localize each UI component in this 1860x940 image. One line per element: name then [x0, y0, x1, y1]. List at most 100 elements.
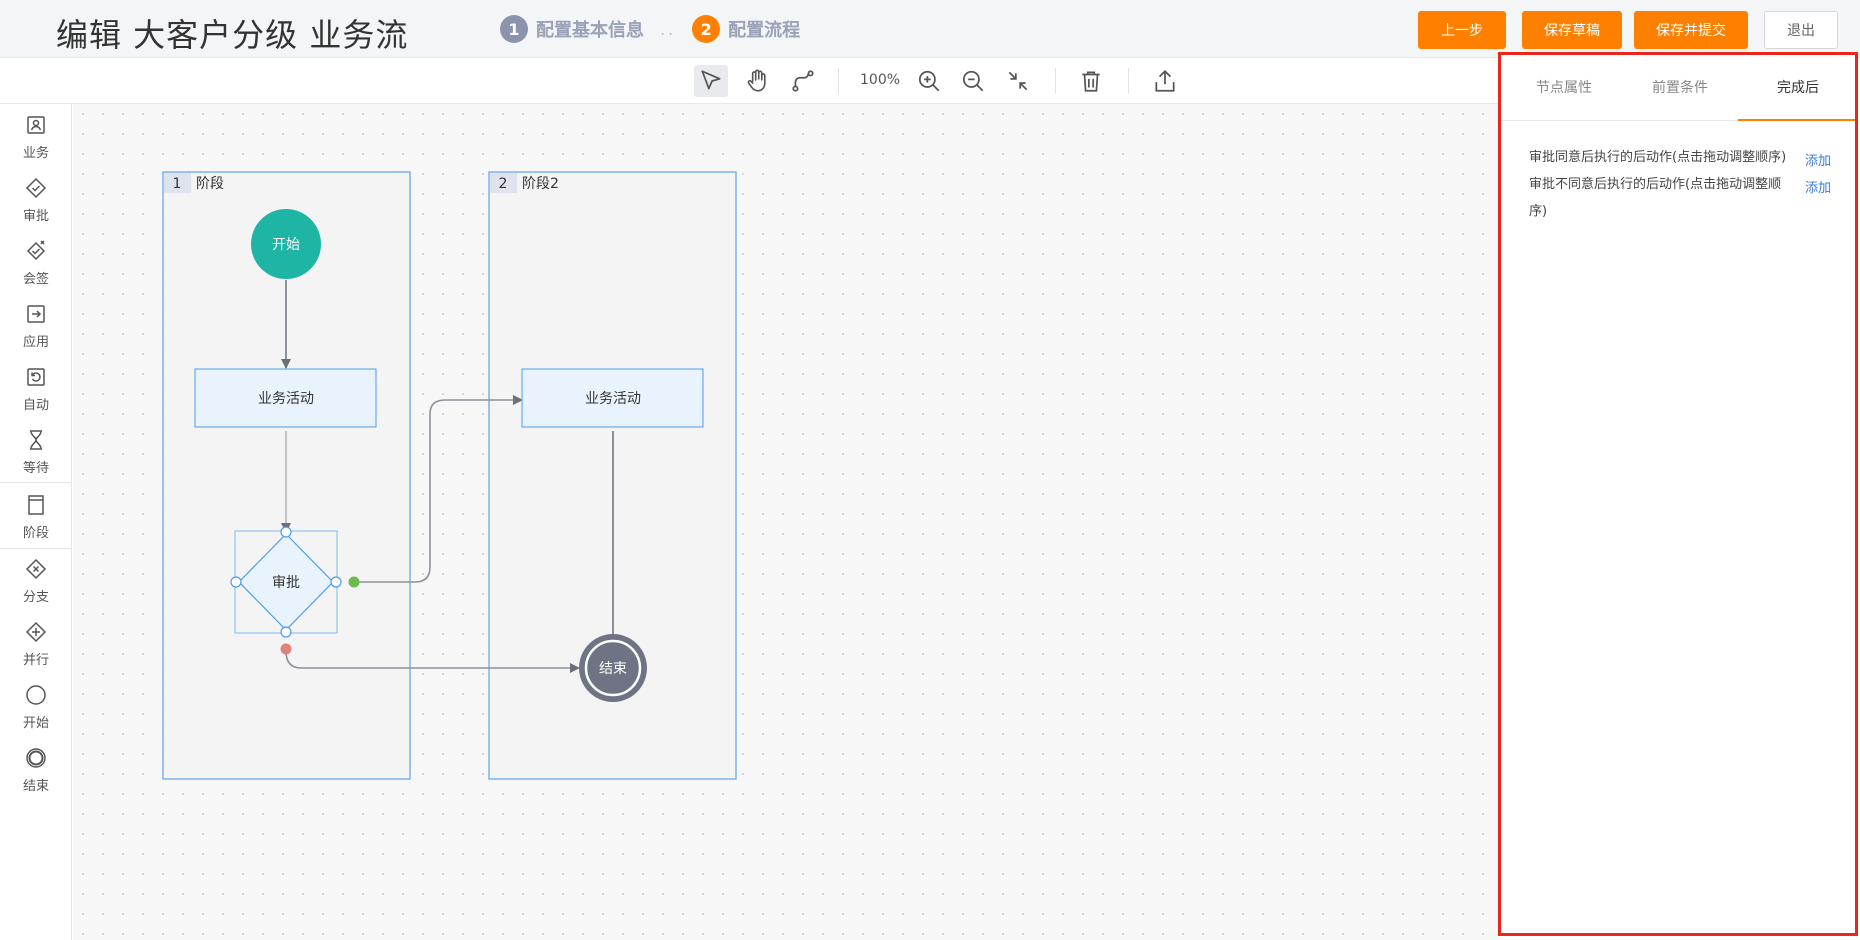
tab-node-properties[interactable]: 节点属性 — [1536, 80, 1592, 96]
export-button[interactable] — [1148, 65, 1182, 97]
fit-view-button[interactable] — [1001, 65, 1035, 97]
palette-item-business[interactable]: 业务 — [0, 107, 72, 167]
tab-preconditions[interactable]: 前置条件 — [1652, 80, 1708, 96]
palette-label: 并行 — [22, 653, 49, 668]
zoom-level: 100% — [860, 72, 901, 88]
stage-label: 阶段 — [196, 176, 224, 192]
save-draft-button[interactable]: 保存草稿 — [1522, 11, 1622, 49]
port-handle-bottom[interactable] — [280, 626, 292, 638]
activity-node-2[interactable]: 业务活动 — [521, 368, 704, 428]
header-bar: 编辑 大客户分级 业务流 1 配置基本信息 .. 2 配置流程 上一步 保存草稿… — [0, 0, 1860, 58]
palette-label: 结束 — [22, 779, 49, 794]
node-palette: 业务 审批 会签 应用 自动 等待 阶段 分支 并行 开始 结束 — [0, 104, 72, 940]
step-1-label: 配置基本信息 — [536, 20, 644, 41]
activity-node-label: 业务活动 — [258, 391, 314, 407]
palette-label: 应用 — [22, 335, 49, 350]
palette-label: 业务 — [22, 146, 49, 161]
activity-node-label: 业务活动 — [585, 391, 641, 407]
stage-icon — [28, 495, 44, 515]
start-node-label: 开始 — [272, 237, 300, 253]
palette-item-start[interactable]: 开始 — [0, 677, 72, 737]
parallel-icon — [25, 621, 47, 643]
cursor-arrow-icon — [701, 70, 721, 90]
branch-icon — [25, 558, 47, 580]
approve-action-label: 审批同意后执行的后动作(点击拖动调整顺序) — [1529, 150, 1787, 165]
countersign-icon — [26, 240, 46, 261]
stage-label: 阶段2 — [522, 176, 559, 192]
zoom-in-icon — [918, 70, 940, 92]
step-indicator: 1 配置基本信息 .. 2 配置流程 — [500, 15, 800, 43]
end-circle-icon — [26, 748, 46, 768]
add-approve-action-link[interactable]: 添加 — [1805, 154, 1832, 169]
exit-button[interactable]: 退出 — [1764, 11, 1838, 49]
step-2[interactable]: 2 配置流程 — [692, 15, 800, 43]
end-node[interactable]: 结束 — [579, 634, 647, 702]
panel-tabs: 节点属性 前置条件 完成后 — [1501, 55, 1855, 121]
step-2-label: 配置流程 — [728, 20, 801, 41]
palette-label: 开始 — [22, 716, 49, 731]
connector-icon — [792, 70, 814, 92]
toolbar-divider — [1128, 68, 1129, 94]
properties-panel: 节点属性 前置条件 完成后 审批同意后执行的后动作(点击拖动调整顺序) 添加 审… — [1498, 52, 1858, 936]
palette-item-stage[interactable]: 阶段 — [0, 487, 72, 547]
reject-action-label-line2: 序) — [1529, 204, 1548, 219]
palette-label: 审批 — [22, 209, 49, 224]
stage-number: 2 — [499, 176, 508, 192]
canvas-toolbar: 100% — [0, 58, 1500, 104]
palette-item-approval[interactable]: 审批 — [0, 170, 72, 230]
port-handle-top[interactable] — [280, 526, 292, 538]
reject-output-dot[interactable] — [280, 643, 292, 655]
export-icon — [1155, 70, 1175, 92]
delete-button[interactable] — [1074, 65, 1108, 97]
end-node-label: 结束 — [599, 661, 627, 677]
hand-icon — [747, 69, 766, 92]
palette-label: 会签 — [22, 272, 49, 287]
palette-item-wait[interactable]: 等待 — [0, 422, 72, 482]
business-icon — [27, 116, 45, 134]
tab-after-completion[interactable]: 完成后 — [1777, 80, 1819, 96]
approval-icon — [25, 177, 47, 199]
palette-divider — [0, 482, 72, 483]
approve-output-dot[interactable] — [348, 576, 360, 588]
palette-item-application[interactable]: 应用 — [0, 296, 72, 356]
palette-label: 等待 — [22, 461, 49, 476]
toolbar-divider — [1055, 68, 1056, 94]
select-tool-button[interactable] — [694, 65, 728, 97]
application-icon — [27, 305, 45, 323]
start-node[interactable]: 开始 — [251, 209, 321, 279]
zoom-out-button[interactable] — [956, 65, 990, 97]
step-2-number: 2 — [692, 15, 721, 43]
palette-item-countersign[interactable]: 会签 — [0, 233, 72, 293]
hand-tool-button[interactable] — [740, 65, 774, 97]
approval-node-label: 审批 — [272, 575, 300, 591]
palette-item-branch[interactable]: 分支 — [0, 551, 72, 611]
port-handle-left[interactable] — [230, 576, 242, 588]
connect-tool-button[interactable] — [786, 65, 820, 97]
hourglass-icon — [30, 430, 42, 450]
shrink-arrows-icon — [1008, 71, 1028, 91]
zoom-in-button[interactable] — [912, 65, 946, 97]
palette-item-parallel[interactable]: 并行 — [0, 614, 72, 674]
palette-label: 阶段 — [22, 526, 49, 541]
edge-approve-to-activity2[interactable] — [353, 395, 523, 583]
palette-label: 自动 — [22, 398, 49, 413]
palette-item-auto[interactable]: 自动 — [0, 359, 72, 419]
step-1-number: 1 — [500, 15, 528, 43]
reject-action-label-line1: 审批不同意后执行的后动作(点击拖动调整顺 — [1529, 177, 1782, 192]
port-handle-right[interactable] — [330, 576, 342, 588]
start-circle-icon — [26, 685, 46, 705]
toolbar-divider — [838, 68, 839, 94]
add-reject-action-link[interactable]: 添加 — [1805, 181, 1832, 196]
stage-number: 1 — [173, 176, 182, 192]
save-submit-button[interactable]: 保存并提交 — [1634, 11, 1748, 49]
trash-icon — [1082, 71, 1100, 92]
prev-step-button[interactable]: 上一步 — [1418, 11, 1506, 49]
flow-canvas[interactable]: 1 阶段 2 阶段2 开始 业务活动 审批 — [73, 104, 1500, 940]
step-separator: .. — [660, 19, 677, 39]
palette-item-end[interactable]: 结束 — [0, 740, 72, 800]
approval-node[interactable]: 审批 — [230, 526, 360, 655]
zoom-out-icon — [962, 70, 984, 92]
step-1[interactable]: 1 配置基本信息 — [500, 15, 644, 43]
flow-diagram: 1 阶段 2 阶段2 开始 业务活动 审批 — [162, 171, 737, 780]
activity-node-1[interactable]: 业务活动 — [194, 368, 377, 428]
